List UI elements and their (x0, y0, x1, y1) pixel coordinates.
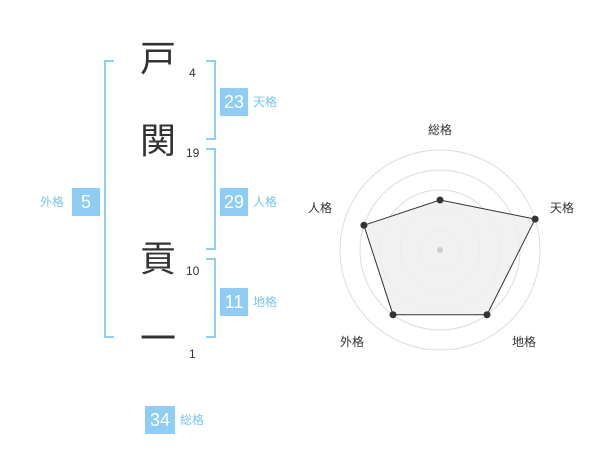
gaikaku-value: 5 (72, 188, 100, 216)
name-breakdown: 戸 4 関 19 貢 10 一 1 23 天格 29 人格 11 地格 外格 5… (40, 39, 278, 434)
radar-point (360, 221, 368, 229)
stroke-count-4: 1 (189, 347, 196, 361)
jinkaku-label: 人格 (253, 195, 278, 209)
radar-label-jinkaku: 人格 (308, 200, 332, 215)
outer-bracket (104, 60, 114, 338)
radar-label-chikaku: 地格 (512, 334, 536, 349)
radar-points (360, 196, 539, 319)
tenkaku-bracket (206, 60, 216, 140)
radar-point (483, 311, 491, 319)
stroke-count-2: 19 (186, 146, 200, 160)
name-char-1: 戸 (139, 39, 176, 80)
chikaku-bracket (206, 258, 216, 338)
radar-point (531, 215, 539, 223)
soukaku-label: 総格 (180, 413, 205, 427)
radar-area (363, 199, 536, 316)
stroke-count-1: 4 (189, 66, 196, 80)
name-char-4: 一 (139, 319, 176, 360)
radar-label-soukaku: 総格 (428, 122, 452, 137)
chikaku-value: 11 (220, 288, 248, 316)
jinkaku-value: 29 (220, 188, 248, 216)
radar-point (436, 196, 444, 204)
tenkaku-value: 23 (220, 88, 248, 116)
tenkaku-label: 天格 (253, 95, 278, 109)
radar-grid-ring (339, 149, 541, 351)
name-char-3: 貢 (139, 239, 176, 280)
radar-center (437, 247, 443, 253)
radar-chart: 総格 天格 地格 外格 人格 (308, 122, 574, 351)
radar-point (389, 311, 397, 319)
radar-label-gaikaku: 外格 (340, 334, 364, 349)
jinkaku-bracket (206, 148, 216, 250)
soukaku-value: 34 (145, 406, 175, 434)
name-char-2: 関 (139, 121, 176, 162)
stroke-count-3: 10 (186, 264, 200, 278)
gaikaku-label: 外格 (40, 195, 65, 209)
chikaku-label: 地格 (253, 295, 278, 309)
radar-label-tenkaku: 天格 (550, 200, 574, 215)
